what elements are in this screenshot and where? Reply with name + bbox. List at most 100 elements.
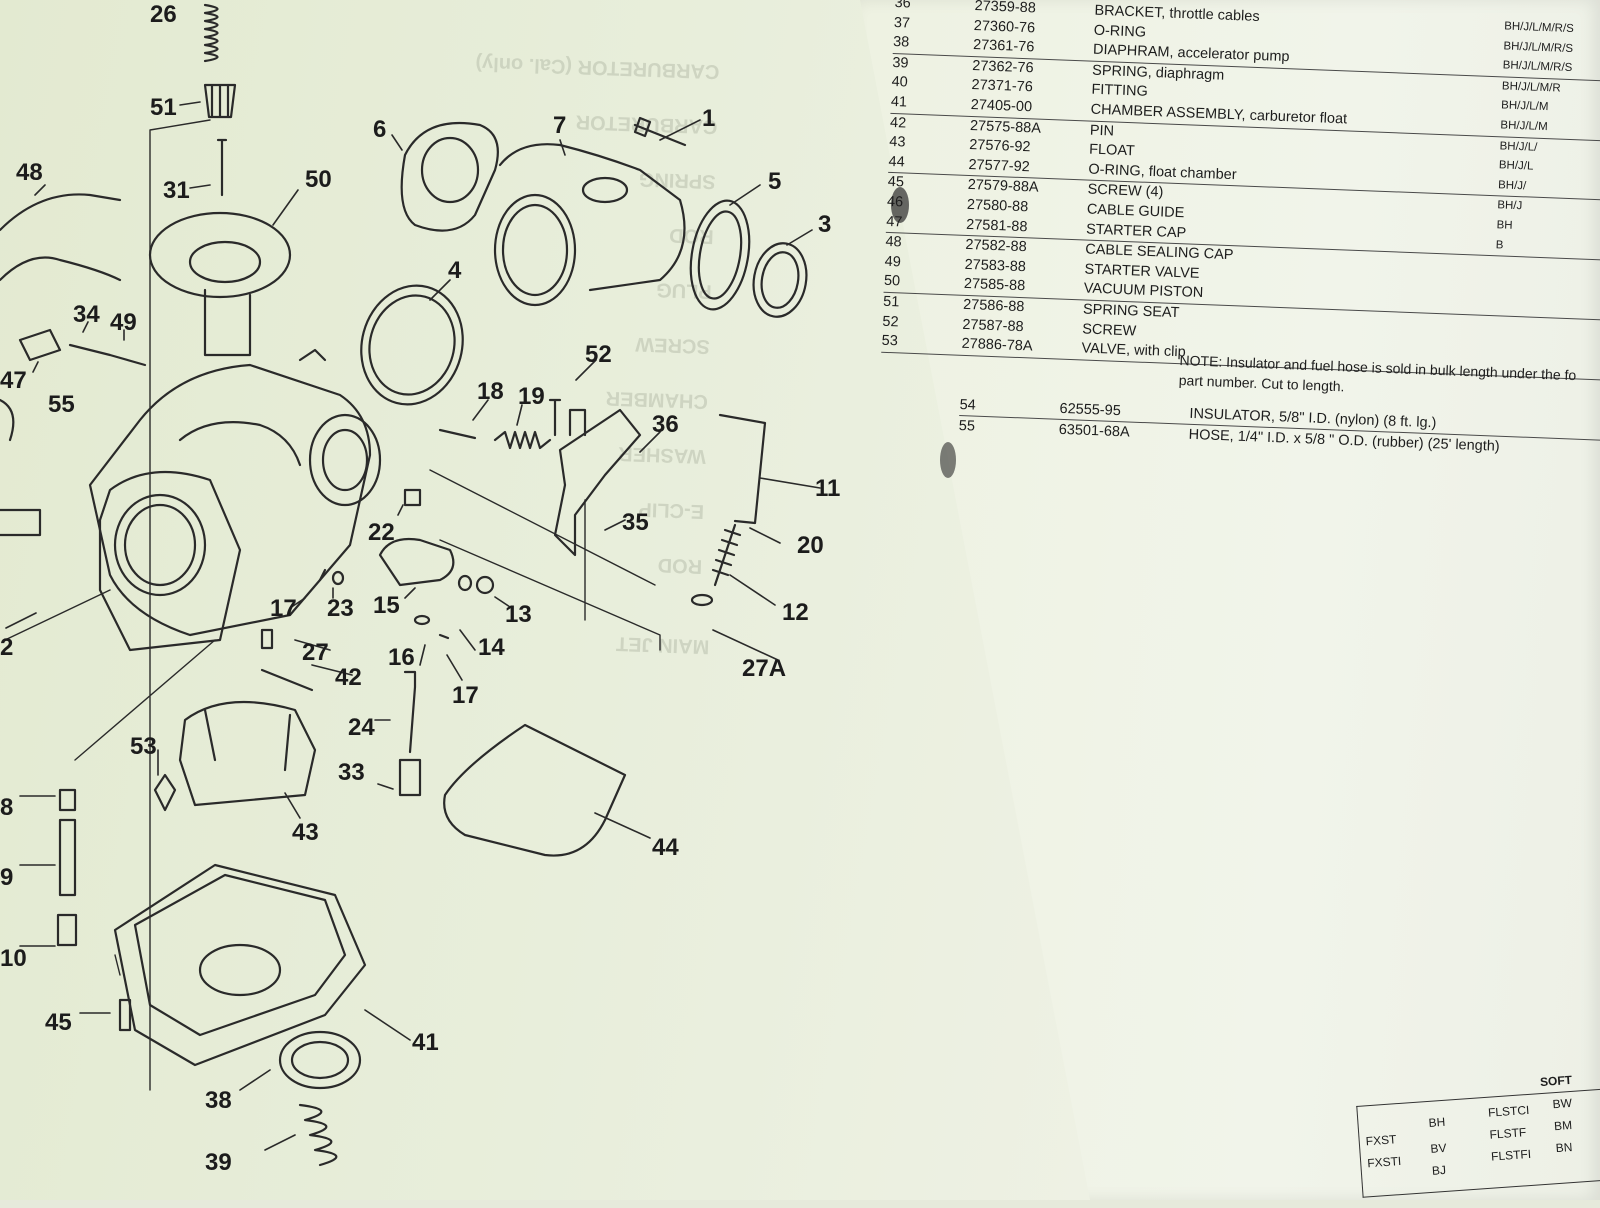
model-name: FLSTFI xyxy=(1490,1146,1532,1164)
callout-33: 33 xyxy=(338,759,365,786)
callout-18: 18 xyxy=(477,378,504,405)
part-33 xyxy=(398,758,422,797)
washer-23 xyxy=(331,570,345,586)
diaphragm-38 xyxy=(278,1030,362,1090)
callout-9: 9 xyxy=(0,864,13,891)
callout-numbers: 26 51 31 48 50 6 7 1 5 3 4 34 49 47 55 5… xyxy=(0,1,840,1176)
screw-10 xyxy=(56,913,78,947)
model-code: BN xyxy=(1555,1140,1573,1156)
callout-leaders xyxy=(5,101,821,1151)
callout-13: 13 xyxy=(505,601,532,628)
model-table-heading: SOFT xyxy=(1539,1072,1573,1090)
model-name: FXSTI xyxy=(1366,1153,1402,1171)
callout-19: 19 xyxy=(518,383,545,410)
callout-3: 3 xyxy=(818,211,831,238)
callout-44: 44 xyxy=(652,834,679,861)
gasket-44 xyxy=(443,723,627,857)
pin-17 xyxy=(318,568,327,582)
callout-50: 50 xyxy=(305,166,332,193)
washer-14 xyxy=(457,574,473,592)
model-code: BJ xyxy=(1431,1162,1447,1178)
callout-26: 26 xyxy=(150,1,177,28)
callout-11: 11 xyxy=(815,475,840,502)
callout-27: 27 xyxy=(302,639,329,666)
callout-12: 12 xyxy=(782,599,809,626)
lever-15 xyxy=(378,537,455,587)
callout-14: 14 xyxy=(478,634,505,661)
spring-19 xyxy=(493,430,552,450)
gasket-5 xyxy=(689,199,751,311)
ghost-label: MAIN JET xyxy=(616,632,710,657)
callout-34: 34 xyxy=(73,301,100,328)
ghost-label: CARBURETOR (Cal. only) xyxy=(475,52,720,83)
seal-3 xyxy=(752,242,808,318)
part-22 xyxy=(403,488,422,507)
callout-17: 17 xyxy=(270,595,297,622)
screw-18 xyxy=(438,428,477,440)
tube-2 xyxy=(0,508,42,537)
callout-49: 49 xyxy=(110,309,137,336)
callout-39: 39 xyxy=(205,1149,232,1176)
fitting-34-47 xyxy=(18,328,147,367)
model-name: FLSTF xyxy=(1489,1125,1527,1142)
bracket-36 xyxy=(553,408,642,557)
model-code: BM xyxy=(1553,1117,1573,1134)
callout-1: 1 xyxy=(702,105,715,132)
rod-11 xyxy=(718,413,767,525)
gasket-6 xyxy=(400,121,499,232)
spring-12 xyxy=(711,523,742,587)
ghost-label: CHAMBER xyxy=(605,387,708,413)
ghost-label: E-CLIP xyxy=(638,498,704,522)
ghost-label: PLUG xyxy=(656,278,712,302)
ghost-label: WASHER xyxy=(617,442,706,467)
callout-47: 47 xyxy=(0,367,27,394)
washer-16 xyxy=(413,614,431,626)
pin-42 xyxy=(260,668,314,692)
float-43 xyxy=(178,700,317,807)
washer-27a xyxy=(690,593,714,607)
model-name: FLSTCI xyxy=(1487,1102,1530,1120)
model-code: BH xyxy=(1428,1114,1446,1130)
pin-17b xyxy=(438,633,450,640)
valve-53 xyxy=(153,773,177,812)
callout-7: 7 xyxy=(553,112,566,139)
spring-26 xyxy=(203,3,219,63)
jet-8 xyxy=(58,788,77,812)
intake-elbow-7 xyxy=(493,143,686,307)
model-table-box: FXST BH FLSTCI BW FXSTI BV FLSTF BM BJ F… xyxy=(1356,1087,1600,1198)
model-code: BV xyxy=(1429,1140,1447,1156)
ghost-label: SPRING xyxy=(639,168,716,193)
vacuum-piston-50 xyxy=(148,211,292,357)
screw-45 xyxy=(118,998,132,1032)
model-name: FXST xyxy=(1365,1132,1397,1149)
assembly-axis-line xyxy=(4,119,661,1091)
callout-35: 35 xyxy=(622,509,649,536)
bolt-1 xyxy=(633,116,687,147)
callout-20: 20 xyxy=(797,532,824,559)
ring-4 xyxy=(360,284,464,406)
callout-38: 38 xyxy=(205,1087,232,1114)
hose-48 xyxy=(0,193,122,282)
needle-31 xyxy=(216,138,228,197)
e-clip-13 xyxy=(475,575,495,595)
model-code-table: SOFT FXST BH FLSTCI BW FXSTI BV FLSTF BM… xyxy=(1355,1070,1600,1208)
callout-43: 43 xyxy=(292,819,319,846)
callout-17b: 17 xyxy=(452,682,479,709)
callout-42: 42 xyxy=(335,664,362,691)
callout-48: 48 xyxy=(16,159,43,186)
callout-41: 41 xyxy=(412,1029,439,1056)
part-55 xyxy=(0,398,15,442)
callout-53: 53 xyxy=(130,733,157,760)
ghost-label: ROD xyxy=(657,554,702,578)
callout-24: 24 xyxy=(348,714,375,741)
callout-8: 8 xyxy=(0,794,13,821)
binder-hole xyxy=(940,442,956,478)
rod-24 xyxy=(403,670,417,754)
callout-55: 55 xyxy=(48,391,75,418)
callout-2: 2 xyxy=(0,634,13,661)
callout-27a: 27A xyxy=(742,655,786,682)
carburetor-body xyxy=(88,348,382,652)
